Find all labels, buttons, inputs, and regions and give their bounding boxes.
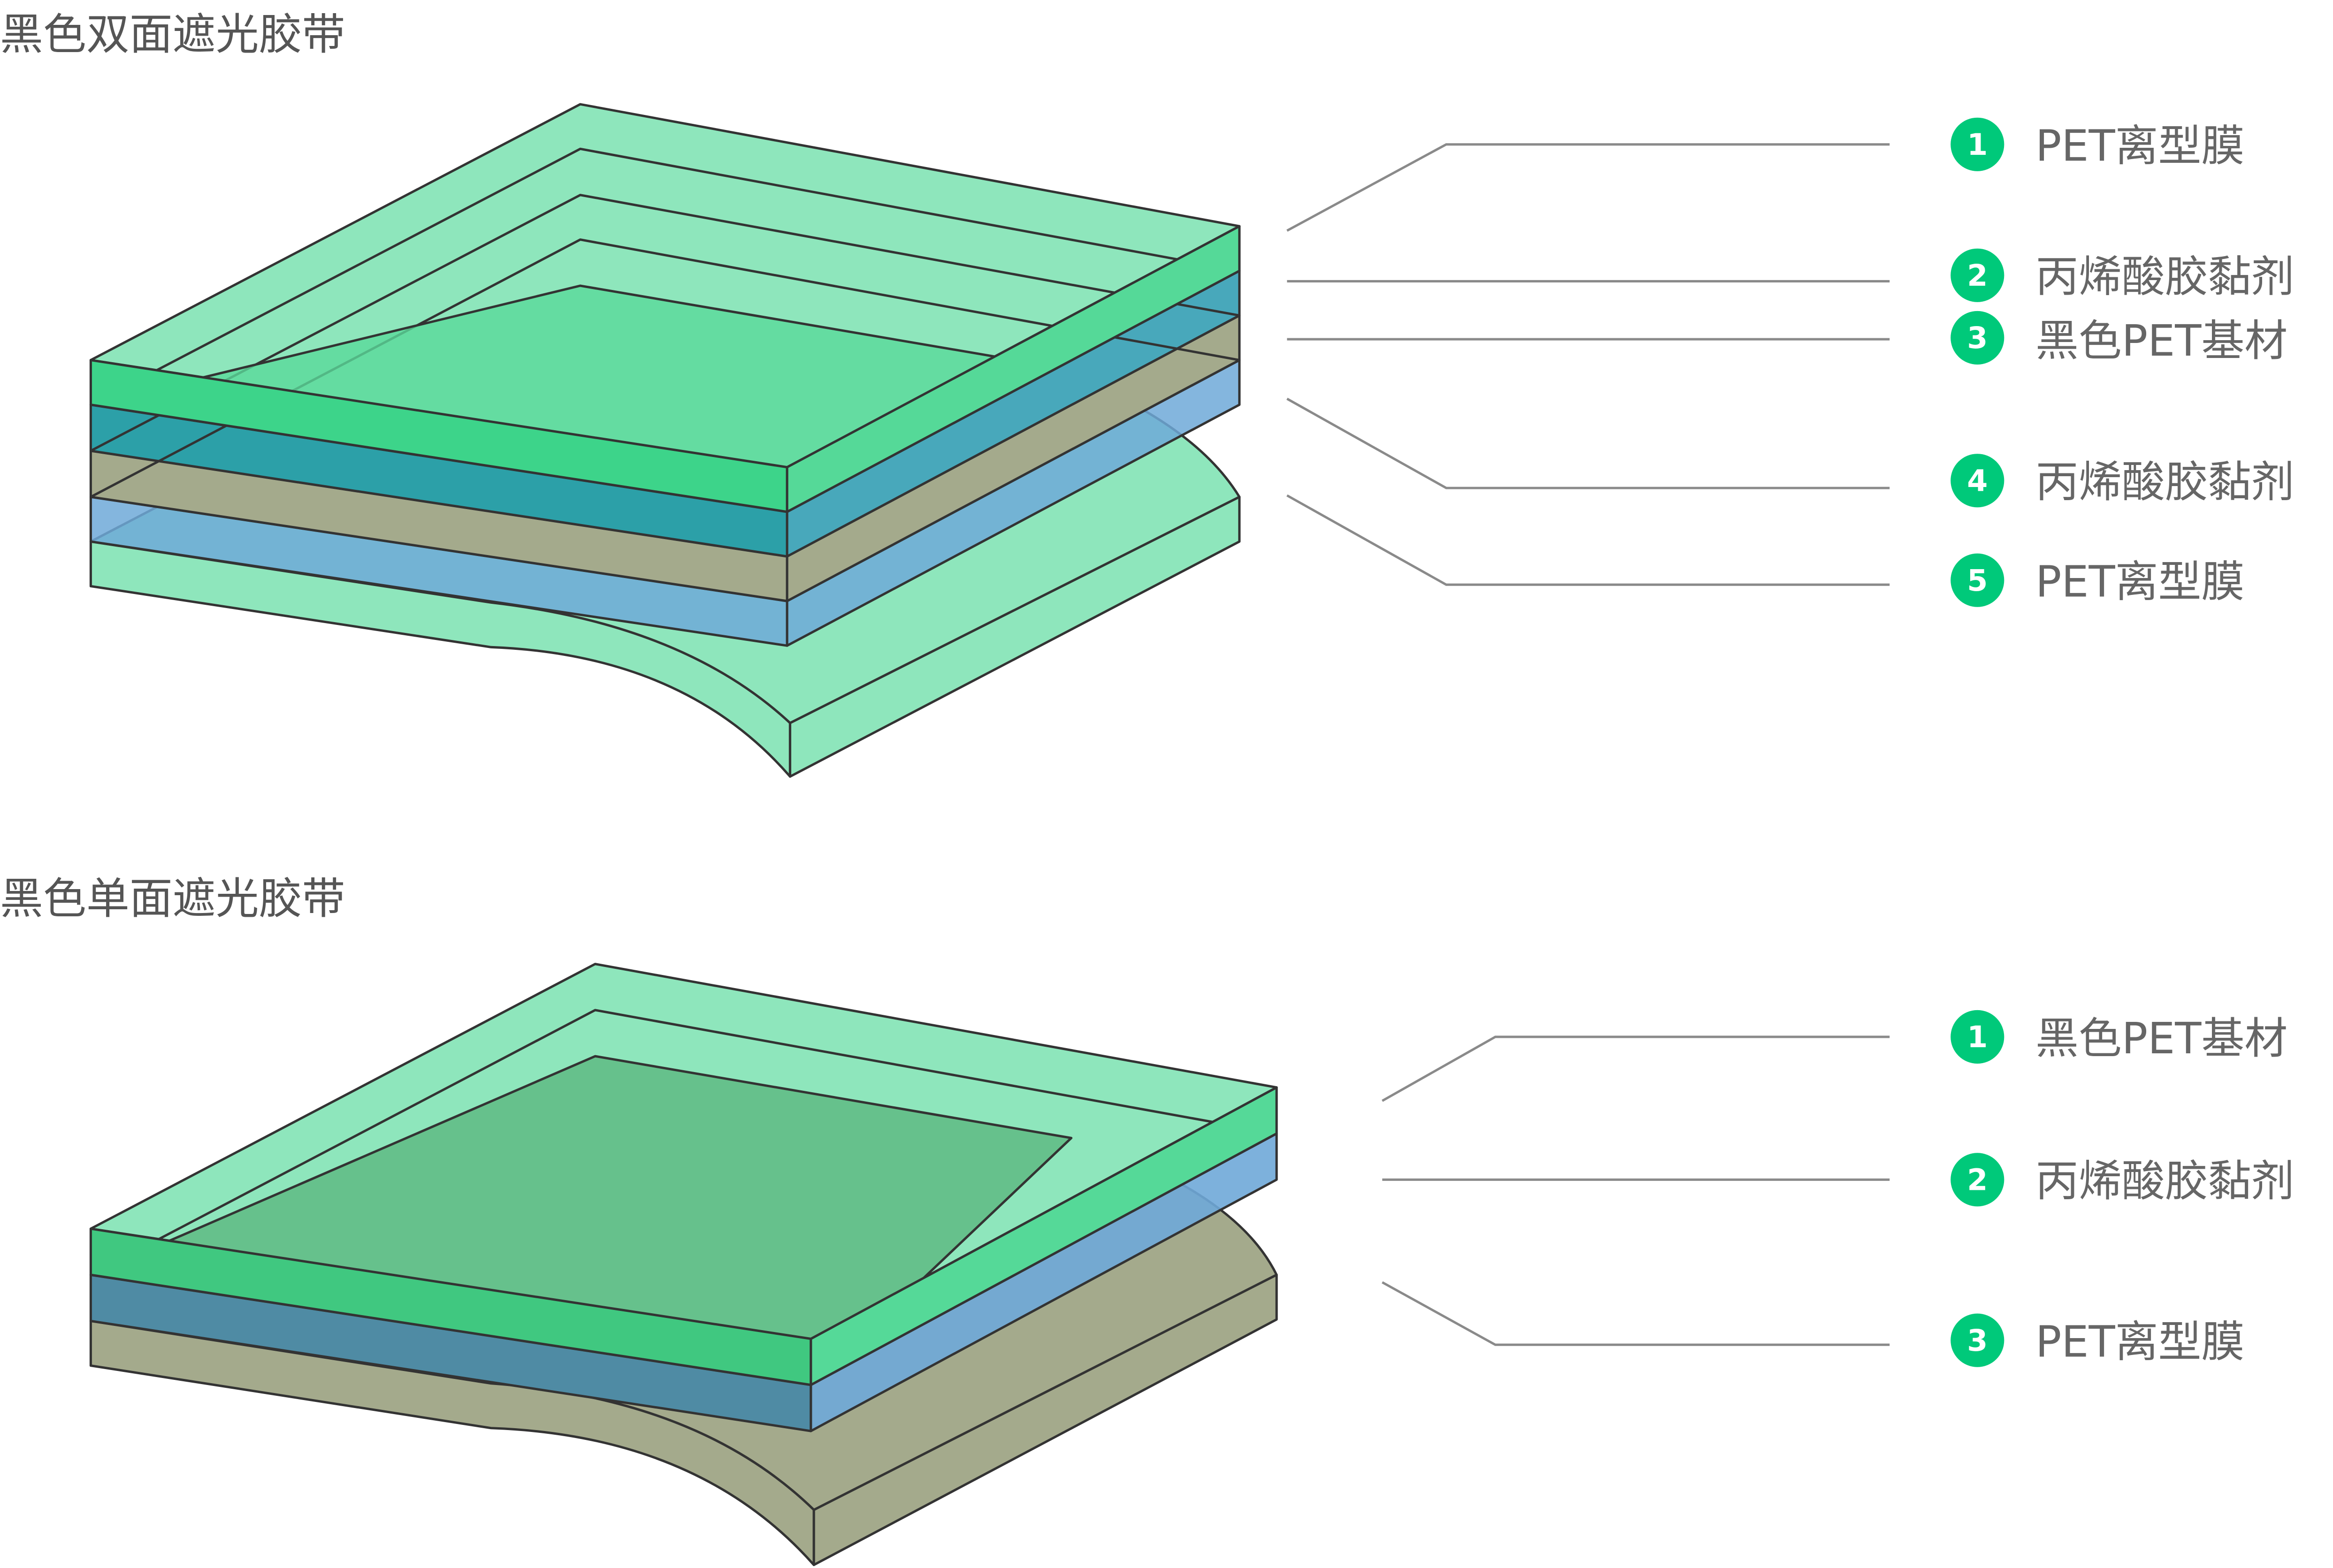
number-badge <box>1951 311 2004 365</box>
layer-label: 丙烯酸胶黏剂 <box>2035 252 2295 302</box>
badge-number: 3 <box>1967 1323 1988 1358</box>
layer-label: 黑色PET基材 <box>2035 316 2287 366</box>
legend-item: 2 丙烯酸胶黏剂 <box>1951 1153 2295 1207</box>
badge-number: 1 <box>1967 1020 1988 1054</box>
legend-item: 1 PET离型膜 <box>1951 117 2244 171</box>
legend-item: 4 丙烯酸胶黏剂 <box>1951 454 2295 508</box>
legend-item: 5 PET离型膜 <box>1951 553 2244 607</box>
badge-number: 2 <box>1967 258 1988 293</box>
number-badge <box>1951 1153 2004 1207</box>
layer-label: PET离型膜 <box>2035 557 2244 607</box>
layer-1-release-film <box>89 103 1241 513</box>
leader-lines-double <box>1286 143 1890 586</box>
layer-label: 丙烯酸胶黏剂 <box>2035 1156 2295 1206</box>
single-sided-tape-illustration <box>89 963 1278 1566</box>
badge-number: 3 <box>1967 320 1988 355</box>
legend-single: 1 黑色PET基材 2 丙烯酸胶黏剂 3 PET离型膜 <box>1951 1010 2294 1367</box>
layer-label: 丙烯酸胶黏剂 <box>2035 457 2295 507</box>
badge-number: 2 <box>1967 1162 1988 1197</box>
number-badge <box>1951 1313 2004 1367</box>
number-badge <box>1951 553 2004 607</box>
legend-item: 1 黑色PET基材 <box>1951 1010 2287 1064</box>
badge-number: 1 <box>1967 127 1988 162</box>
number-badge <box>1951 117 2004 171</box>
leader-lines-single <box>1381 1035 1890 1346</box>
diagram-title-double-sided: 黑色双面遮光胶带 <box>0 9 345 60</box>
layer-label: 黑色PET基材 <box>2035 1013 2287 1064</box>
number-badge <box>1951 454 2004 508</box>
double-sided-tape-illustration <box>89 103 1241 778</box>
legend-item: 3 PET离型膜 <box>1951 1313 2244 1367</box>
legend-item: 2 丙烯酸胶黏剂 <box>1951 248 2295 302</box>
layer-label: PET离型膜 <box>2035 121 2244 171</box>
number-badge <box>1951 1010 2004 1064</box>
badge-number: 4 <box>1967 463 1988 498</box>
badge-number: 5 <box>1967 563 1988 598</box>
number-badge <box>1951 248 2004 302</box>
layer-label: PET离型膜 <box>2035 1317 2244 1367</box>
diagram-title-single-sided: 黑色单面遮光胶带 <box>0 874 345 924</box>
layer-1-black-pet <box>89 963 1278 1386</box>
legend-item: 3 黑色PET基材 <box>1951 311 2287 366</box>
layer-2-adhesive <box>89 1132 1278 1432</box>
